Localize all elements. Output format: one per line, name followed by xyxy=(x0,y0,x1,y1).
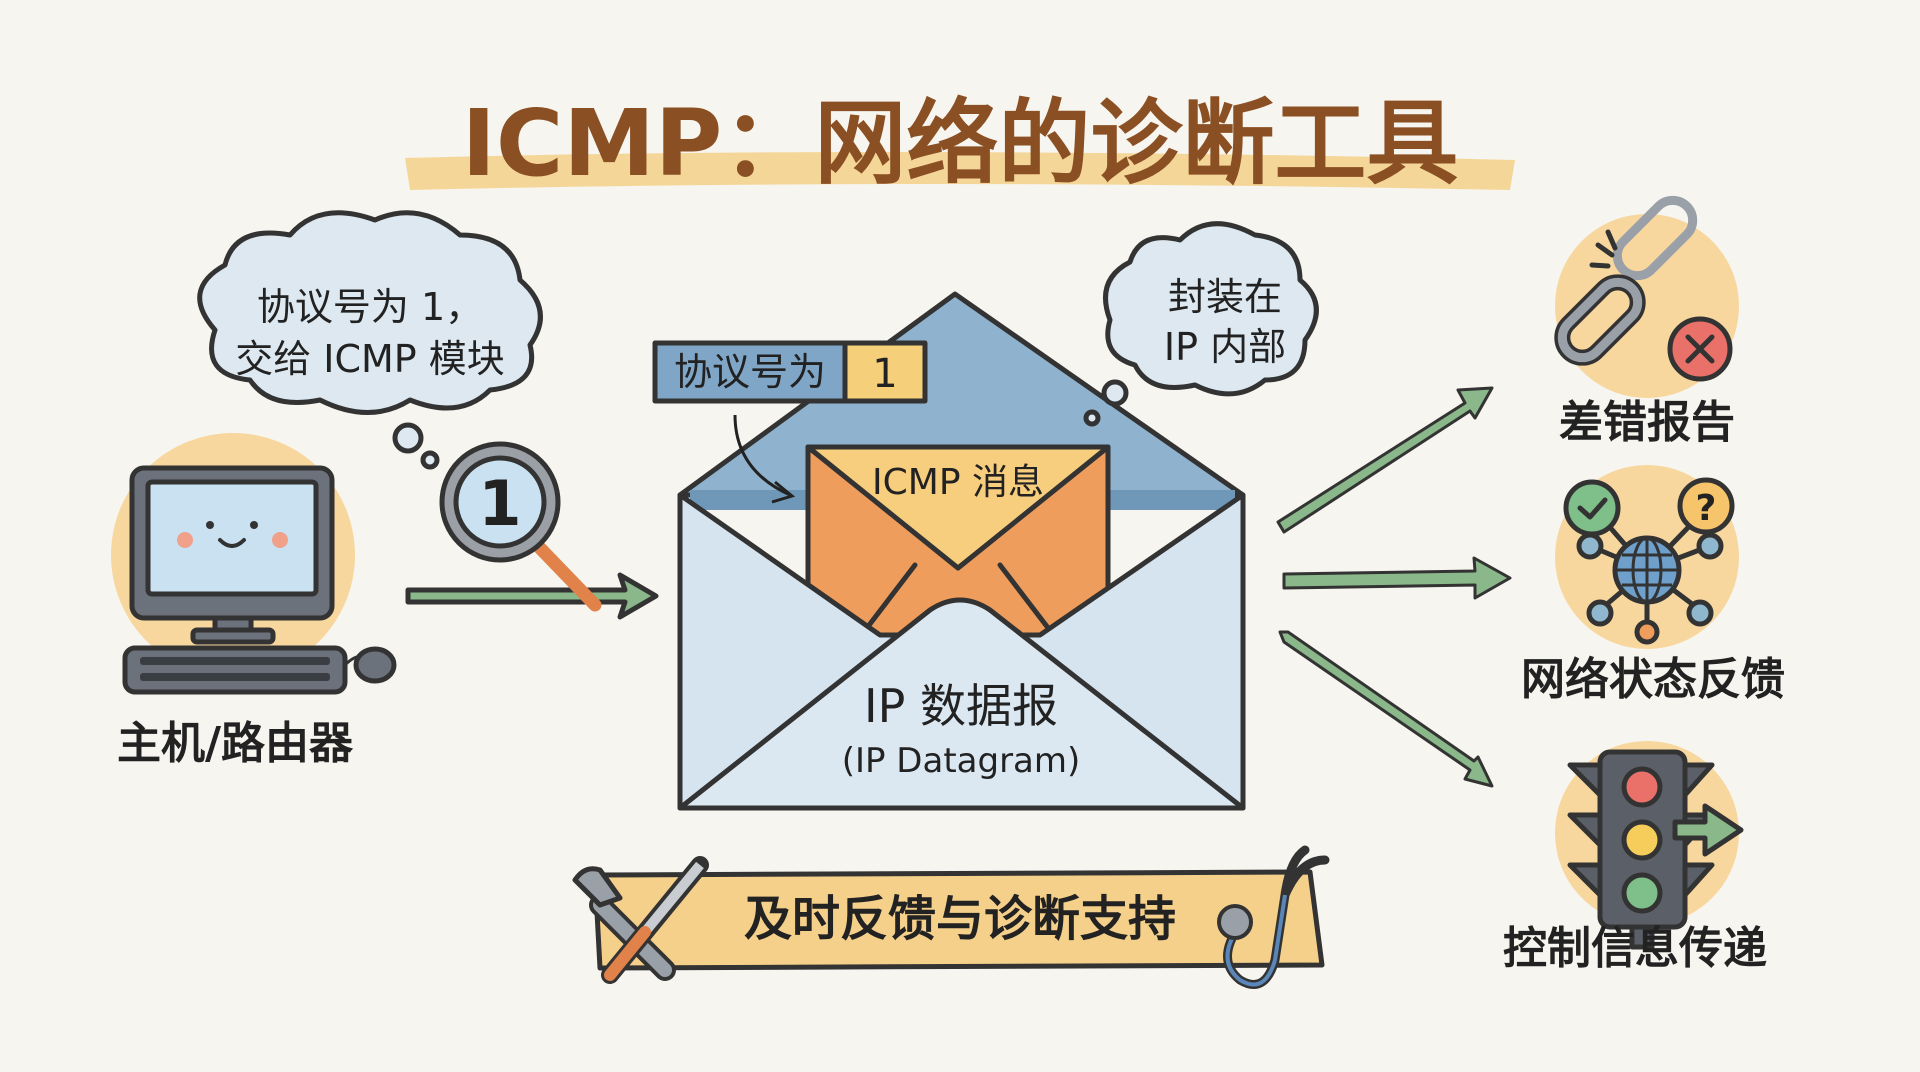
protocol-tag-value: 1 xyxy=(872,351,897,397)
magnifier-digit: 1 xyxy=(478,467,521,540)
protocol-number-tag: 协议号为 1 xyxy=(652,340,928,504)
ip-datagram-label: IP 数据报 xyxy=(864,679,1058,733)
arrow-to-envelope xyxy=(405,572,659,620)
stethoscope-icon xyxy=(1217,845,1330,989)
outcome-label-network-status: 网络状态反馈 xyxy=(1521,654,1785,705)
left-bubble-line2: 交给 ICMP 模块 xyxy=(235,337,505,381)
error-report-icon xyxy=(1554,195,1739,398)
arrow-to-network-status xyxy=(1282,556,1512,600)
traffic-light-icon xyxy=(1555,741,1744,950)
banner-label: 及时反馈与诊断支持 xyxy=(744,891,1176,947)
svg-text:?: ? xyxy=(1696,488,1717,529)
keyboard-icon xyxy=(122,645,348,695)
protocol-tag-label: 协议号为 xyxy=(674,350,826,394)
arrow-to-error-report xyxy=(1276,386,1494,534)
question-icon xyxy=(1677,477,1735,535)
arrow-to-control-info xyxy=(1278,630,1494,788)
title-group: ICMP：网络的诊断工具 xyxy=(405,90,1515,197)
check-icon xyxy=(1563,479,1621,537)
outcome-label-error-report: 差错报告 xyxy=(1559,397,1735,448)
wrench-screwdriver-icon xyxy=(572,856,709,984)
right-bubble-line1: 封装在 xyxy=(1168,275,1282,319)
outcome-label-control-info: 控制信息传递 xyxy=(1503,923,1767,974)
magnifier-icon: 1 xyxy=(439,441,602,612)
left-thought-bubble: 协议号为 1， 交给 ICMP 模块 xyxy=(197,210,543,470)
computer-icon xyxy=(111,433,397,695)
diagnostic-banner: 及时反馈与诊断支持 xyxy=(572,845,1330,989)
host-label: 主机/路由器 xyxy=(117,718,354,769)
right-bubble-line2: IP 内部 xyxy=(1164,325,1286,369)
left-bubble-line1: 协议号为 1， xyxy=(257,285,483,329)
mouse-icon xyxy=(353,646,397,684)
title-highlight xyxy=(405,151,1515,190)
pointer-arrow xyxy=(733,414,791,497)
envelope-icon: ICMP 消息 IP 数据报 (IP Datagram) xyxy=(677,291,1246,811)
network-globe-icon: ? xyxy=(1555,465,1739,649)
icmp-message-label: ICMP 消息 xyxy=(872,462,1044,503)
page-title: ICMP：网络的诊断工具 xyxy=(462,90,1459,197)
right-thought-bubble: 封装在 IP 内部 xyxy=(1083,221,1319,427)
ip-datagram-sublabel: (IP Datagram) xyxy=(842,741,1081,781)
